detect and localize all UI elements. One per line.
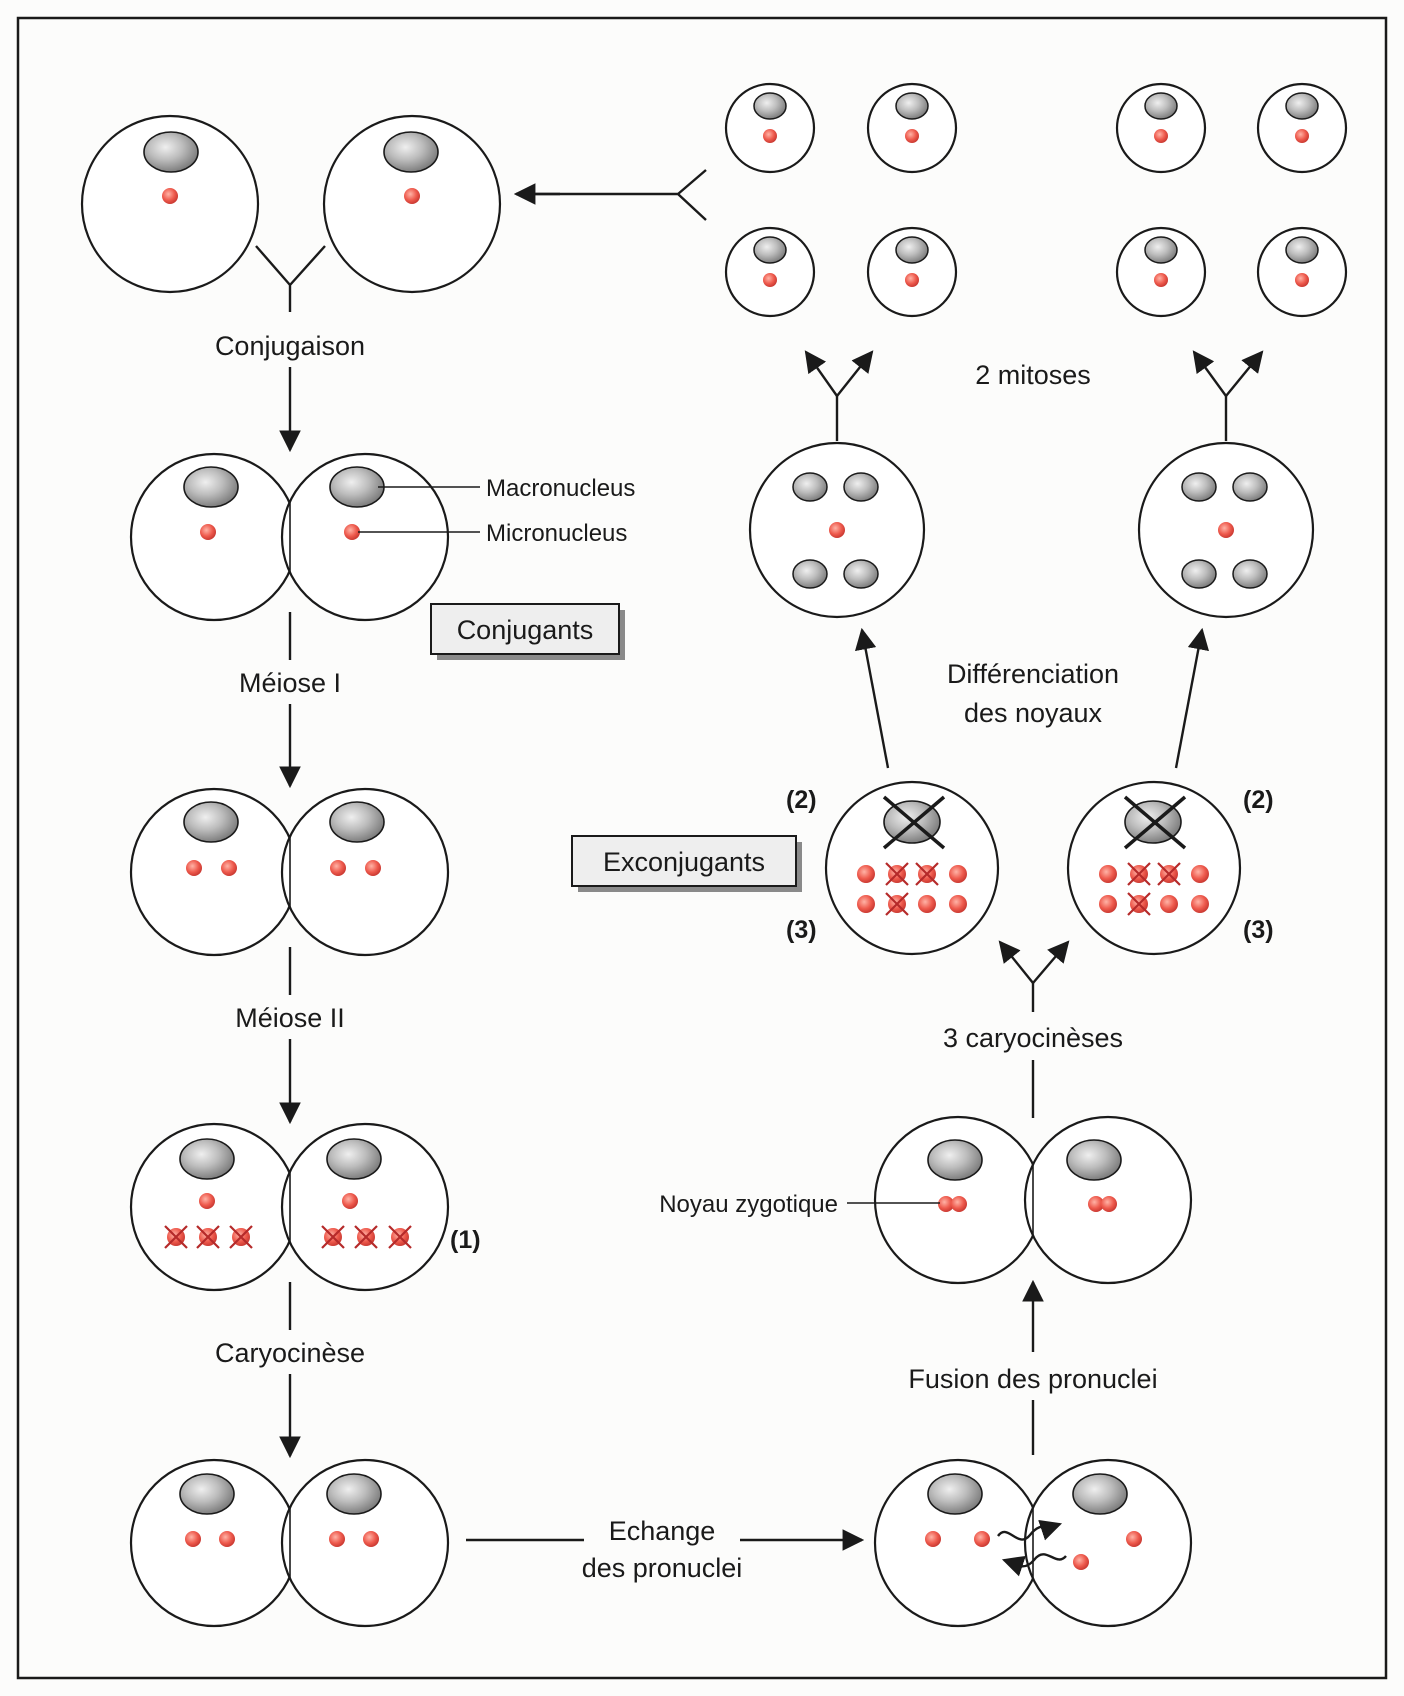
degenerating-micronucleus — [196, 1225, 220, 1249]
arrow-differentiation-left — [854, 627, 890, 769]
mark-3-right: (3) — [1243, 916, 1274, 944]
mitosis-arrow-left-a — [804, 350, 838, 397]
fork-left-arrow — [998, 940, 1034, 984]
label-diff-2: des noyaux — [964, 698, 1103, 728]
label-macronucleus: Macronucleus — [486, 475, 635, 502]
after-meiosis-2 — [129, 1122, 450, 1292]
label-3-caryocineses: 3 caryocinèses — [943, 1023, 1123, 1053]
mark-2-right: (2) — [1243, 786, 1274, 814]
label-echange-1: Echange — [609, 1516, 716, 1546]
micronucleus — [1099, 865, 1117, 883]
micronucleus — [905, 273, 919, 287]
degenerating-micronucleus — [885, 862, 909, 886]
micronucleus — [857, 895, 875, 913]
differentiated-right — [1137, 441, 1315, 619]
daughter-cell — [1256, 226, 1348, 318]
differentiated-left — [748, 441, 926, 619]
macronucleus — [753, 92, 787, 120]
conjugants-pair — [129, 452, 450, 622]
micronucleus — [1154, 129, 1168, 143]
macronucleus — [1144, 92, 1178, 120]
exconjugant-right — [1066, 780, 1242, 956]
degenerating-micronucleus — [164, 1225, 188, 1249]
degenerating-micronucleus — [1127, 892, 1151, 916]
micronucleus — [1295, 273, 1309, 287]
micronucleus — [763, 273, 777, 287]
degenerating-micronuclei-left — [164, 1225, 253, 1249]
arrow-differentiation-right — [1174, 627, 1210, 769]
macronucleus-right — [329, 466, 385, 508]
label-exconjugants: Exconjugants — [603, 847, 765, 877]
frame — [16, 16, 1388, 1680]
micronucleus — [1295, 129, 1309, 143]
micronucleus — [1191, 865, 1209, 883]
daughter-cell — [1115, 226, 1207, 318]
label-diff-1: Différenciation — [947, 659, 1119, 689]
label-fusion: Fusion des pronuclei — [908, 1364, 1157, 1394]
degenerating-micronucleus — [354, 1225, 378, 1249]
zygotic-pair — [873, 1115, 1193, 1285]
degenerating-micronucleus — [915, 862, 939, 886]
degenerating-micronucleus — [1127, 862, 1151, 886]
micronucleus — [1160, 895, 1178, 913]
macronucleus — [1144, 236, 1178, 264]
degenerating-micronucleus — [229, 1225, 253, 1249]
micronucleus — [905, 129, 919, 143]
macronucleus — [895, 92, 929, 120]
degenerating-micronucleus — [321, 1225, 345, 1249]
exconjugant-left — [824, 780, 1000, 956]
degenerating-micronucleus — [1157, 862, 1181, 886]
label-caryocinese: Caryocinèse — [215, 1338, 365, 1368]
daughter-cell — [724, 82, 816, 174]
after-caryocinese — [129, 1458, 450, 1628]
fork-right-arrow — [1032, 940, 1070, 984]
micronucleus — [949, 865, 967, 883]
micronucleus — [763, 129, 777, 143]
mitosis-arrow-right-a — [1192, 350, 1227, 397]
daughter-cell — [724, 226, 816, 318]
micronucleus — [1154, 273, 1168, 287]
macronucleus — [1285, 236, 1319, 264]
macronucleus — [895, 236, 929, 264]
box-conjugants: Conjugants — [430, 603, 625, 660]
macronucleus — [1285, 92, 1319, 120]
label-conjugants: Conjugants — [457, 615, 594, 645]
degenerating-micronucleus — [885, 892, 909, 916]
label-conjugaison: Conjugaison — [215, 331, 365, 361]
mitosis-arrow-right-b — [1225, 350, 1264, 397]
exchanging-pair — [873, 1458, 1193, 1628]
micronucleus — [949, 895, 967, 913]
macronucleus-left — [183, 466, 239, 508]
daughter-cell — [1256, 82, 1348, 174]
micronucleus — [857, 865, 875, 883]
degenerating-micronuclei-right — [321, 1225, 412, 1249]
label-noyau-zygotique: Noyau zygotique — [659, 1191, 838, 1218]
mark-3-left: (3) — [786, 916, 817, 944]
conjugation-fork — [255, 245, 326, 312]
micronucleus — [1099, 895, 1117, 913]
daughter-cell — [1115, 82, 1207, 174]
label-meiose1: Méiose I — [239, 668, 341, 698]
daughter-cell — [866, 226, 958, 318]
mitosis-arrow-left-b — [836, 350, 874, 397]
degenerating-micronucleus — [388, 1225, 412, 1249]
label-micronucleus: Micronucleus — [486, 520, 627, 547]
micronucleus — [1191, 895, 1209, 913]
initial-cells — [80, 114, 502, 294]
box-exconjugants: Exconjugants — [571, 835, 802, 892]
label-meiose2: Méiose II — [235, 1003, 345, 1033]
macronucleus — [753, 236, 787, 264]
mark-2-left: (2) — [786, 786, 817, 814]
label-2-mitoses: 2 mitoses — [975, 360, 1091, 390]
micronucleus — [918, 895, 936, 913]
daughter-cell — [866, 82, 958, 174]
daughter-cells — [724, 82, 1348, 318]
mark-1: (1) — [450, 1226, 481, 1254]
label-echange-2: des pronuclei — [582, 1553, 743, 1583]
after-meiosis-1 — [129, 787, 450, 957]
